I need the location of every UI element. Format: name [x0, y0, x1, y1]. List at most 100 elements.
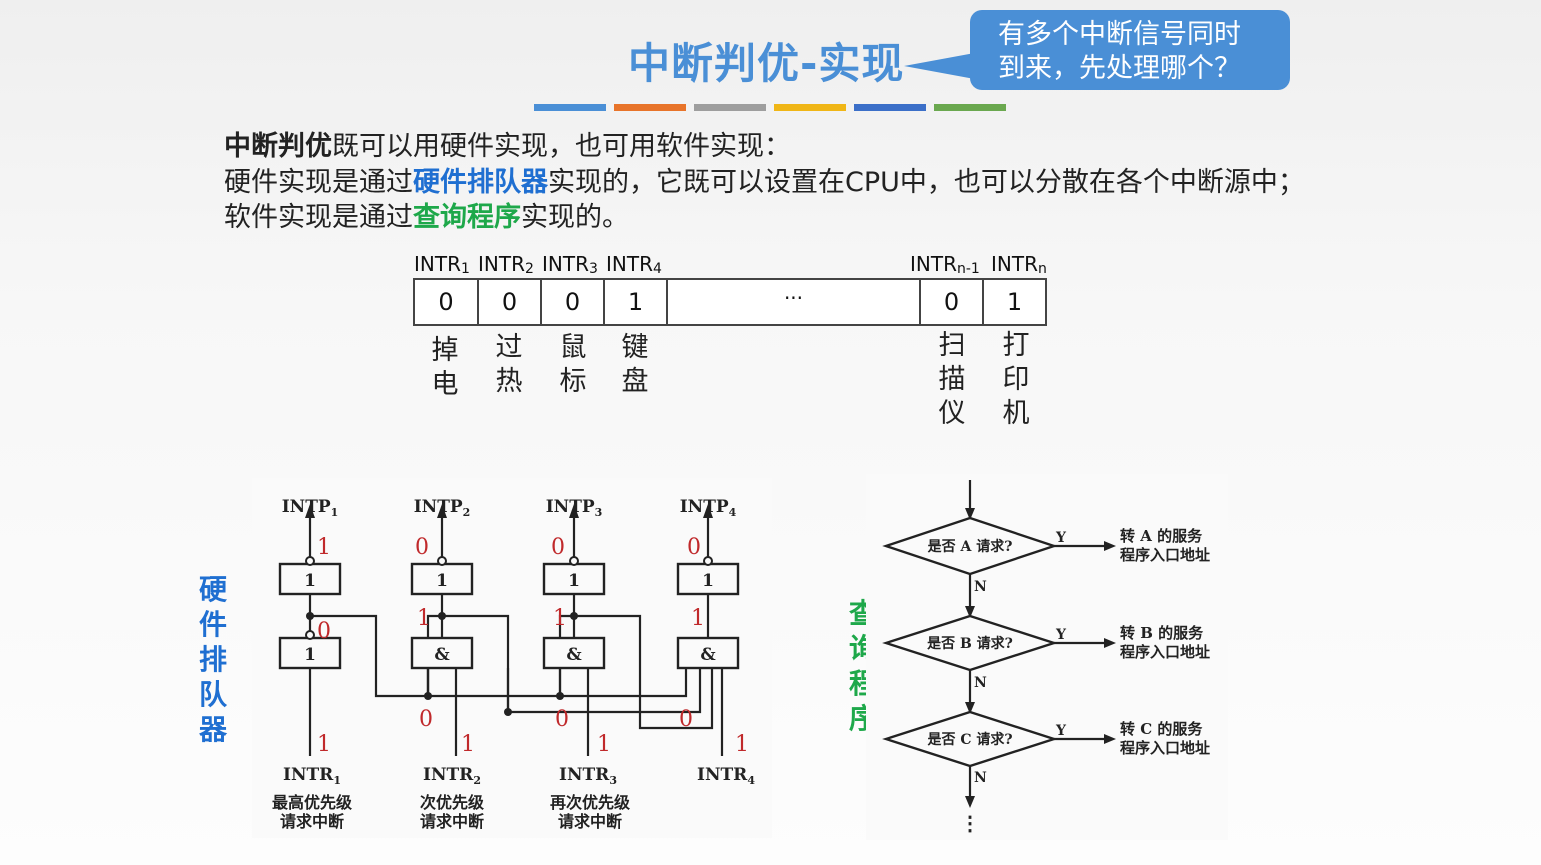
term-hardware-queue: 硬件排队器 — [413, 167, 548, 198]
polling-flowchart-panel: 是否 A 请求? 是否 B 请求? 是否 C 请求? Y Y Y N N N 转… — [866, 474, 1228, 840]
paragraph-line-3: 软件实现是通过查询程序实现的。 — [224, 201, 629, 235]
target-label: 程序入口地址 — [1120, 643, 1210, 661]
value-annotation: 1 — [735, 732, 749, 757]
page-title: 中断判优-实现 — [628, 39, 905, 88]
flow-ellipsis: ⋮ — [960, 811, 980, 835]
input-label-intr3: INTR3 — [559, 765, 617, 787]
paragraph-line-1: 中断判优既可以用硬件实现，也可用软件实现： — [224, 130, 791, 164]
input-label-intr2: INTR2 — [423, 765, 481, 787]
value-annotation: 1 — [417, 606, 431, 631]
output-label-intp4: INTP4 — [680, 497, 737, 519]
decision-label-c: 是否 C 请求? — [927, 731, 1012, 748]
output-label-intp2: INTP2 — [414, 497, 471, 519]
target-label: 转 C 的服务 — [1120, 720, 1203, 738]
reg-cell: 1 — [605, 280, 668, 324]
gate-label: 1 — [568, 571, 580, 591]
decision-label-b: 是否 B 请求? — [927, 635, 1013, 652]
target-label: 转 A 的服务 — [1120, 527, 1203, 545]
gate-label: 1 — [304, 571, 316, 591]
input-label-intr1: INTR1 — [283, 765, 341, 787]
no-label: N — [974, 579, 987, 595]
hardware-queue-panel: 1 1 1 1 1 & & & INTP1 INTP2 INTP3 INTP4 … — [252, 478, 772, 838]
value-annotation: 1 — [553, 606, 567, 631]
color-bar — [854, 104, 926, 111]
value-annotation: 1 — [597, 732, 611, 757]
value-annotation: 0 — [317, 619, 331, 644]
caption-line: 请求中断 — [280, 812, 344, 831]
value-annotation: 1 — [461, 732, 475, 757]
device-label-scanner: 扫描仪 — [938, 330, 966, 429]
reg-cell: 0 — [479, 280, 542, 324]
color-bar — [774, 104, 846, 111]
yes-label: Y — [1055, 627, 1067, 643]
gate-label: & — [566, 645, 582, 665]
text: 既可以用硬件实现，也可用软件实现： — [332, 131, 791, 162]
gate-label: 1 — [436, 571, 448, 591]
hardware-queue-circuit: 1 1 1 1 1 & & & INTP1 INTP2 INTP3 INTP4 … — [272, 497, 755, 831]
callout-bubble: 有多个中断信号同时 到来，先处理哪个？ — [970, 10, 1290, 90]
value-annotation: 0 — [551, 535, 565, 560]
yes-label: Y — [1055, 530, 1067, 546]
target-label: 程序入口地址 — [1120, 546, 1210, 564]
no-label: N — [974, 770, 987, 786]
value-annotation: 1 — [317, 535, 331, 560]
decision-label-a: 是否 A 请求? — [928, 538, 1013, 555]
callout-tail — [904, 52, 980, 80]
term-bold: 中断判优 — [224, 131, 332, 162]
reg-label-intrn-1: INTRn-1 — [910, 252, 980, 277]
reg-label-intr3: INTR3 — [542, 252, 598, 277]
value-annotation: 0 — [419, 707, 433, 732]
value-annotation: 1 — [691, 606, 705, 631]
caption-line: 请求中断 — [558, 812, 622, 831]
interrupt-request-register: 0 0 0 1 ··· 0 1 — [413, 278, 1047, 326]
value-annotation: 1 — [317, 732, 331, 757]
target-label: 程序入口地址 — [1120, 739, 1210, 757]
caption-line: 次优先级 — [420, 793, 485, 812]
target-label: 转 B 的服务 — [1120, 624, 1204, 642]
gate-label: & — [434, 645, 450, 665]
reg-cell: 1 — [1006, 288, 1023, 316]
text: 硬件实现是通过 — [224, 167, 413, 198]
reg-cell: 0 — [921, 280, 984, 324]
caption-line: 最高优先级 — [272, 793, 353, 812]
reg-cell: 0 — [542, 280, 605, 324]
value-annotation: 0 — [687, 535, 701, 560]
input-label-intr4: INTR4 — [697, 765, 755, 787]
reg-label-intr2: INTR2 — [478, 252, 534, 277]
device-label-keyboard: 键盘 — [621, 332, 649, 397]
caption-line: 请求中断 — [420, 812, 484, 831]
no-label: N — [974, 675, 987, 691]
yes-label: Y — [1055, 723, 1067, 739]
color-bar — [534, 104, 606, 111]
device-label-printer: 打印机 — [1002, 330, 1030, 429]
callout-line-2: 到来，先处理哪个？ — [998, 53, 1241, 84]
value-annotation: 0 — [415, 535, 429, 560]
value-annotation: 0 — [679, 707, 693, 732]
color-bar — [614, 104, 686, 111]
color-bar — [934, 104, 1006, 111]
output-label-intp1: INTP1 — [282, 497, 339, 519]
term-polling-program: 查询程序 — [413, 202, 521, 233]
reg-label-intr4: INTR4 — [606, 252, 662, 277]
reg-label-intrn: INTRn — [991, 252, 1047, 277]
device-label-power-loss: 掉电 — [431, 335, 459, 400]
output-label-intp3: INTP3 — [546, 497, 603, 519]
reg-cell-ellipsis: ··· — [668, 280, 921, 324]
polling-flowchart: 是否 A 请求? 是否 B 请求? 是否 C 请求? Y Y Y N N N 转… — [882, 480, 1210, 835]
text: 软件实现是通过 — [224, 202, 413, 233]
reg-cell: 0 — [415, 280, 479, 324]
color-bar — [694, 104, 766, 111]
gate-label: 1 — [702, 571, 714, 591]
paragraph-line-2: 硬件实现是通过硬件排队器实现的，它既可以设置在CPU中，也可以分散在各个中断源中… — [224, 166, 1305, 200]
text: 实现的，它既可以设置在CPU中，也可以分散在各个中断源中； — [548, 167, 1305, 198]
gate-label: & — [700, 645, 716, 665]
caption-line: 再次优先级 — [550, 793, 631, 812]
gate-label: 1 — [304, 645, 316, 665]
device-label-overheat: 过热 — [495, 332, 523, 397]
device-label-mouse: 鼠标 — [559, 332, 587, 397]
text: 实现的。 — [521, 202, 629, 233]
side-label-hardware-queue: 硬件排队器 — [198, 573, 227, 746]
callout-line-1: 有多个中断信号同时 — [998, 19, 1241, 50]
reg-label-intr1: INTR1 — [414, 252, 470, 277]
value-annotation: 0 — [555, 707, 569, 732]
